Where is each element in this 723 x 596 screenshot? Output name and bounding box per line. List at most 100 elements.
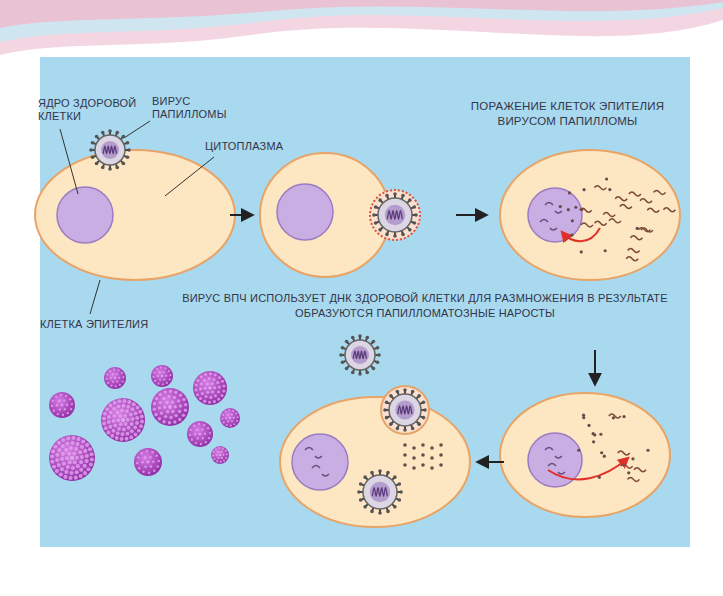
transport-arrow [548, 458, 628, 479]
protein-dot [430, 466, 434, 470]
protein-dot [439, 443, 443, 447]
protein-dot [636, 227, 639, 230]
virion [104, 367, 126, 389]
dna-fragment [627, 477, 639, 481]
protein-dot [403, 453, 407, 457]
wave [0, 0, 723, 55]
protein-dot [577, 449, 580, 452]
protein-dot [574, 206, 577, 209]
viral-dna [540, 220, 557, 231]
protein-dot [604, 249, 607, 252]
protein-dot [631, 457, 634, 460]
epithelial-cell [500, 393, 670, 517]
dna-fragment [609, 219, 621, 223]
wave [0, 0, 723, 42]
protein-dot [608, 188, 611, 191]
dna-fragment [581, 223, 593, 227]
dna-fragment [603, 213, 615, 217]
dna-fragment [663, 208, 675, 212]
protein-dot [582, 416, 585, 419]
virion [49, 392, 75, 418]
nucleus [528, 188, 582, 242]
dna-fragment [634, 468, 646, 472]
protein-dot [421, 443, 425, 447]
protein-dot [592, 440, 595, 443]
virion [193, 371, 227, 405]
dna-fragment [654, 190, 666, 194]
viral-dna [305, 448, 322, 459]
protein-dot [559, 205, 562, 208]
protein-dot [421, 463, 425, 467]
protein-dot [627, 471, 630, 474]
dna-fragment [628, 248, 640, 252]
leader-line [165, 157, 214, 196]
dna-fragment [595, 221, 607, 225]
protein-dot [600, 451, 603, 454]
dna-fragment [638, 228, 650, 232]
epithelial-cell [35, 150, 235, 280]
transport-arrow [562, 228, 600, 241]
dna-fragment [647, 208, 659, 212]
step-arrow [456, 214, 486, 216]
protein-dot [587, 424, 590, 427]
protein-dot [622, 415, 625, 418]
protein-dot [430, 446, 434, 450]
virus-particle [357, 469, 403, 515]
protein-dot [568, 191, 571, 194]
virion [187, 421, 213, 447]
endosome [370, 190, 420, 240]
panel [40, 57, 690, 547]
protein-dot [421, 453, 425, 457]
dna-fragment [580, 208, 592, 212]
viral-dna [545, 448, 562, 459]
virus-particle [89, 129, 131, 171]
dna-fragment [615, 197, 627, 201]
protein-dot [598, 476, 601, 479]
virion [220, 408, 240, 428]
step-arrow [230, 214, 252, 216]
leader-line [90, 280, 100, 314]
protein-dot [439, 463, 443, 467]
dna-fragment [630, 236, 642, 240]
dna-fragment [609, 414, 621, 418]
protein-dot [403, 463, 407, 467]
virion [211, 446, 229, 464]
protein-dot [605, 177, 608, 180]
dna-fragment [620, 204, 632, 208]
protein-dot [571, 219, 574, 222]
protein-dot [603, 455, 606, 458]
protein-dot [646, 449, 649, 452]
epithelial-cell [280, 397, 470, 527]
dna-fragment [629, 192, 641, 196]
leader-line [60, 129, 78, 194]
protein-dot [593, 433, 596, 436]
step-arrow [594, 350, 596, 384]
protein-dot [412, 466, 416, 470]
virion [134, 448, 162, 476]
protein-dot [599, 433, 602, 436]
viral-dna [545, 203, 562, 214]
virion [49, 435, 95, 481]
dna-fragment [618, 451, 630, 455]
dna-fragment [594, 186, 606, 190]
dna-fragment [640, 199, 652, 203]
protein-dot [570, 233, 573, 236]
protein-dot [412, 456, 416, 460]
protein-dot [582, 188, 585, 191]
virus-particle [339, 334, 381, 376]
virion [151, 365, 173, 387]
leader-line [124, 121, 150, 138]
nucleus [277, 184, 333, 240]
virion [101, 398, 145, 442]
callout-label: КЛЕТКА ЭПИТЕЛИЯ [40, 318, 190, 331]
dna-fragment [626, 257, 638, 261]
virion [151, 388, 189, 426]
protein-dot [439, 453, 443, 457]
protein-dot [403, 443, 407, 447]
epithelial-cell [500, 150, 680, 280]
step-arrow [478, 461, 504, 463]
callout-label: ЯДРО ЗДОРОВОЙ КЛЕТКИ [38, 97, 138, 123]
viral-dna [312, 466, 329, 477]
virus-particle [383, 388, 427, 432]
